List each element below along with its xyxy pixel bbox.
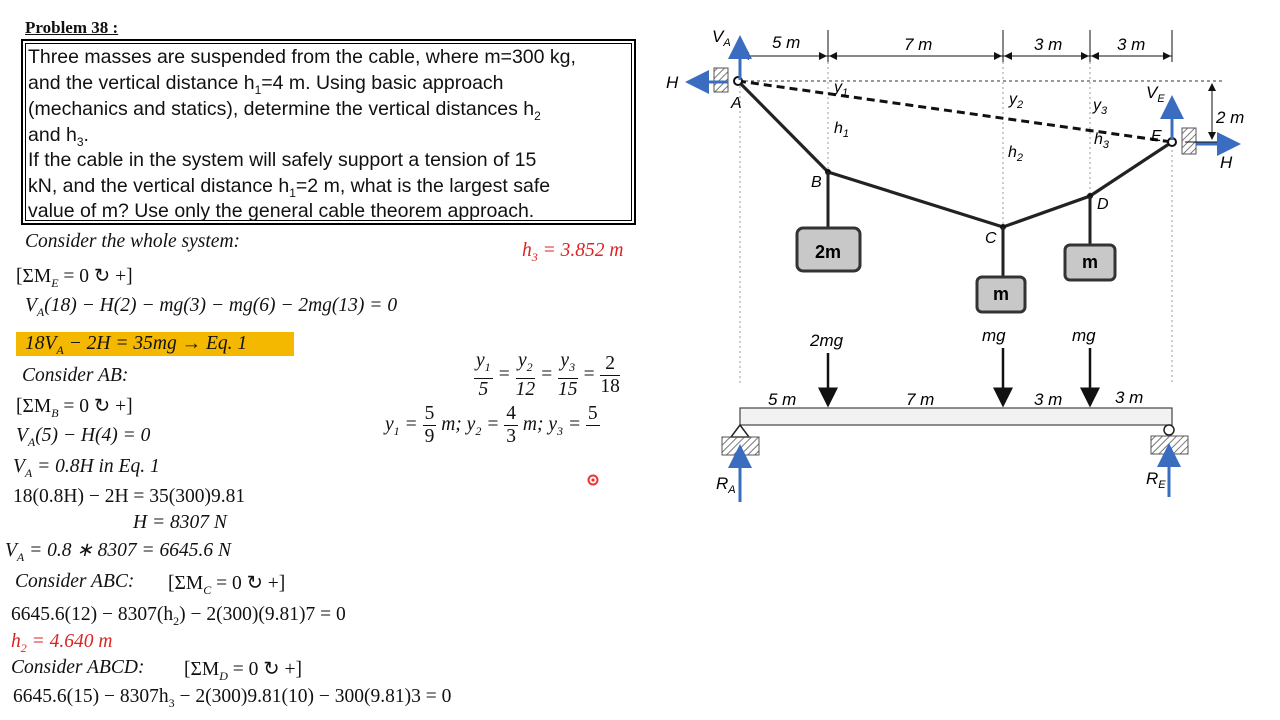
point-d-label: D [1097, 196, 1109, 213]
beam-dim-label: 5 m [768, 390, 796, 409]
top-dim-label: 7 m [904, 35, 932, 54]
h1-label: h1 [834, 120, 849, 140]
h-value: H = 8307 N [133, 512, 227, 533]
load-label: mg [1072, 326, 1096, 345]
h2-label: h2 [1008, 144, 1023, 164]
ve-label: VE [1146, 83, 1165, 105]
problem-line: (mechanics and statics), determine the v… [28, 98, 541, 123]
y-values: y1 = 59 m; y2 = 43 m; y3 = 50 [385, 403, 600, 447]
mass-label: 2m [815, 242, 841, 262]
step-whole-system: Consider the whole system: [25, 231, 241, 252]
ra-label: RA [716, 474, 736, 496]
equivalent-beam [739, 407, 1173, 426]
h3-result: h3 = 3.852 m [522, 240, 624, 264]
y1-label: y1 [833, 79, 848, 99]
y3-label: y3 [1092, 97, 1108, 117]
va-expression: VA = 0.8H in Eq. 1 [13, 456, 160, 480]
problem-line: value of m? Use only the general cable t… [28, 200, 535, 222]
load-label: mg [982, 326, 1006, 345]
h2-result: h2 = 4.640 m [11, 631, 113, 655]
moment-b: [ΣMB = 0 ↻ +] [16, 396, 133, 420]
equation-ab: VA(5) − H(4) = 0 [16, 425, 151, 449]
mass-label: m [993, 284, 1009, 304]
top-dim-label: 3 m [1117, 35, 1145, 54]
h-left-label: H [666, 73, 679, 92]
roller-support [1163, 424, 1175, 436]
h-right-label: H [1220, 153, 1233, 172]
point-c-label: C [985, 230, 997, 247]
support-a [713, 67, 729, 93]
problem-statement-box: Three masses are suspended from the cabl… [21, 39, 636, 225]
chord-ae [737, 79, 1173, 144]
point-b-label: B [811, 174, 822, 191]
point-a-label: A [730, 95, 742, 112]
moment-d: [ΣMD = 0 ↻ +] [184, 659, 302, 683]
top-dim-label: 3 m [1034, 35, 1062, 54]
problem-line: Three masses are suspended from the cabl… [28, 46, 576, 68]
h3-label: h3 [1094, 131, 1110, 151]
problem-title: Problem 38 : [25, 18, 119, 37]
beam-dim-label: 7 m [906, 390, 934, 409]
problem-line: If the cable in the system will safely s… [28, 149, 537, 171]
va-label: VA [712, 27, 731, 49]
beam-dim-label: 3 m [1034, 390, 1062, 409]
mass-label: m [1082, 252, 1098, 272]
va-value: VA = 0.8 ∗ 8307 = 6645.6 N [5, 540, 232, 564]
problem-statement-inner: Three masses are suspended from the cabl… [25, 43, 632, 222]
re-label: RE [1146, 469, 1166, 491]
equation-abc: 6645.6(12) − 8307(h2) − 2(300)(9.81)7 = … [11, 604, 346, 628]
step-consider-abcd: Consider ABCD: [11, 657, 145, 678]
moment-e: [ΣME = 0 ↻ +] [16, 266, 133, 290]
mass-m-d [1063, 243, 1117, 282]
problem-line: kN, and the vertical distance h1=2 m, wh… [28, 175, 551, 200]
equation-abcd: 6645.6(15) − 8307h3 − 2(300)9.81(10) − 3… [13, 686, 452, 710]
equation-substitution: 18(0.8H) − 2H = 35(300)9.81 [13, 486, 246, 507]
y2-label: y2 [1008, 91, 1023, 111]
top-dim-label: 5 m [772, 33, 800, 52]
point-e-label: E [1151, 128, 1162, 145]
beam-dim-label: 3 m [1115, 388, 1143, 407]
moment-c: [ΣMC = 0 ↻ +] [168, 573, 286, 597]
equation-1: 18VA − 2H = 35mg → Eq. 1 [25, 333, 248, 357]
problem-line: and the vertical distance h1=4 m. Using … [28, 72, 504, 97]
mass-m-c [975, 275, 1027, 314]
problem-line: and h3. [28, 124, 89, 149]
load-label: 2mg [809, 331, 844, 350]
pin-support [729, 423, 751, 438]
support-e [1181, 127, 1197, 155]
mass-2m [795, 226, 862, 273]
equation-1-highlight [16, 332, 294, 356]
step-consider-abc: Consider ABC: [15, 571, 135, 592]
equation-whole: VA(18) − H(2) − mg(3) − mg(6) − 2mg(13) … [25, 295, 398, 319]
step-consider-ab: Consider AB: [22, 365, 129, 386]
dim-2m: 2 m [1215, 108, 1244, 127]
